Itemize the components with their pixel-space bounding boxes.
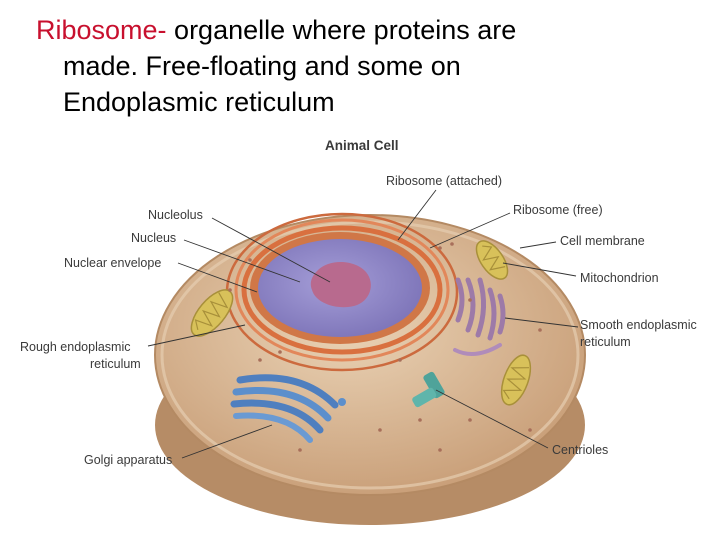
label-golgi-apparatus: Golgi apparatus xyxy=(84,453,172,467)
leader-nucleus xyxy=(183,239,301,283)
mitochondrion-right-bottom xyxy=(500,354,532,406)
slide-heading: Ribosome- organelle where proteins are m… xyxy=(36,12,696,120)
label-rough-er-line-1: Rough endoplasmic xyxy=(20,340,131,354)
diagram-labels: Ribosome (attached) Ribosome (free) Nucl… xyxy=(20,174,697,467)
rough-er-ring-2 xyxy=(234,218,450,362)
golgi-cisterna-3 xyxy=(230,399,324,434)
heading-line-2: made. Free-floating and some on xyxy=(63,51,461,81)
nucleus xyxy=(250,232,430,344)
nucleolus xyxy=(310,261,371,308)
leader-ribosome-free xyxy=(429,212,511,249)
label-ribosome-free: Ribosome (free) xyxy=(513,203,603,217)
mitochondria xyxy=(190,240,532,406)
label-nuclear-envelope: Nuclear envelope xyxy=(64,256,161,270)
label-nucleolus: Nucleolus xyxy=(148,208,203,222)
golgi-cisterna-2 xyxy=(232,386,332,422)
golgi-apparatus xyxy=(230,374,346,443)
label-smooth-er-line-2: reticulum xyxy=(580,335,631,349)
heading-line-1: Ribosome- organelle where proteins are xyxy=(36,12,696,48)
diagram-title: Animal Cell xyxy=(325,138,399,153)
heading-definition: organelle where proteins are xyxy=(166,15,517,45)
label-smooth-er-line-1: Smooth endoplasmic xyxy=(580,318,697,332)
smooth-er xyxy=(453,277,506,356)
leader-golgi xyxy=(181,424,273,459)
mitochondrion-right-top xyxy=(475,240,509,280)
golgi-cisterna-4 xyxy=(233,412,313,443)
leader-nucleolus xyxy=(211,217,331,283)
label-mitochondrion: Mitochondrion xyxy=(580,271,659,285)
animal-cell-diagram: Animal Cell xyxy=(20,138,697,525)
leader-mitochondrion xyxy=(502,262,577,277)
label-centrioles: Centrioles xyxy=(552,443,608,457)
golgi-vesicle xyxy=(338,398,346,406)
label-nucleus: Nucleus xyxy=(131,231,176,245)
leader-lines xyxy=(147,189,579,459)
leader-ribosome-attached xyxy=(397,189,437,241)
leader-cell-membrane xyxy=(519,241,557,249)
golgi-cisterna-1 xyxy=(236,374,339,409)
leader-smooth-er xyxy=(504,317,579,328)
leader-rough-er xyxy=(147,324,246,347)
mitochondrion-left xyxy=(190,289,234,337)
label-ribosome-attached: Ribosome (attached) xyxy=(386,174,502,188)
heading-term: Ribosome- xyxy=(36,15,167,45)
leader-centrioles xyxy=(435,389,549,449)
centriole-2 xyxy=(412,387,437,408)
label-cell-membrane: Cell membrane xyxy=(560,234,645,248)
label-rough-er-line-2: reticulum xyxy=(90,357,141,371)
free-ribosomes xyxy=(228,242,542,452)
rough-er-ring-1 xyxy=(241,225,443,355)
leader-nuclear-envelope xyxy=(177,262,258,293)
heading-line-3: Endoplasmic reticulum xyxy=(63,87,335,117)
